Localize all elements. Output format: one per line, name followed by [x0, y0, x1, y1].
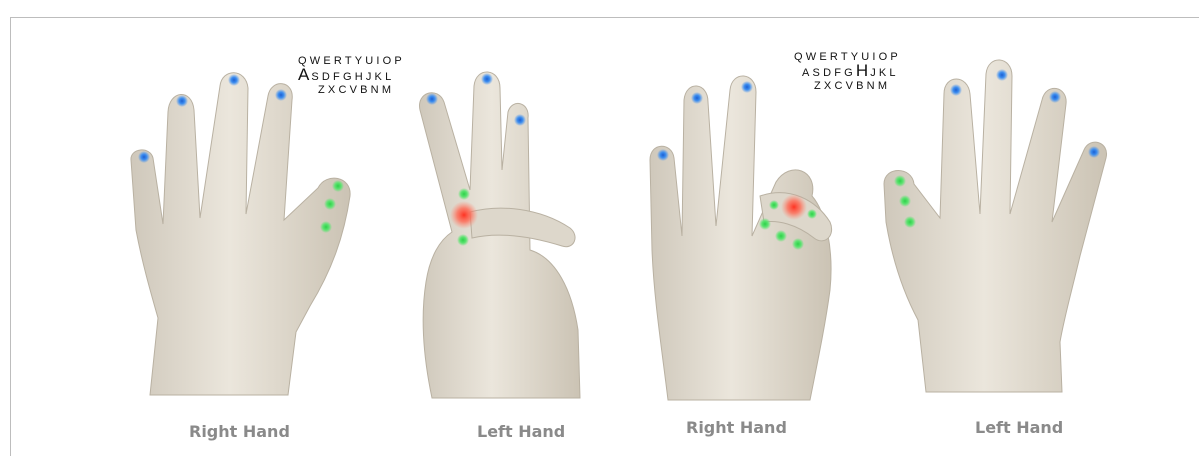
contact-glow	[781, 194, 807, 220]
keyboard-row-1: QWERTYUIOP	[794, 51, 901, 64]
keyboard-layout-left: QWERTYUIOP ASDFGHJKL ZXCVBNM	[298, 55, 405, 97]
caption-hand-1: Right Hand	[189, 422, 290, 441]
hand-1-right-open	[131, 73, 350, 395]
fingertip-dot	[426, 93, 438, 105]
fingertip-dot	[176, 95, 188, 107]
hand-2-left-pinch	[420, 72, 580, 398]
fingertip-dot	[275, 89, 287, 101]
keyboard-row-2: ASDFGHJKL	[298, 68, 405, 84]
keyboard-row-3: ZXCVBNM	[298, 84, 405, 97]
hand-3-right-pinch	[650, 76, 832, 400]
keyboard-row-3: ZXCVBNM	[794, 80, 901, 93]
fingertip-dot	[996, 69, 1008, 81]
fingertip-dot	[950, 84, 962, 96]
highlighted-key: H	[856, 61, 870, 80]
joint-dot	[775, 230, 787, 242]
fingertip-dot	[1049, 91, 1061, 103]
fingertip-dot	[138, 151, 150, 163]
fingertip-dot	[741, 81, 753, 93]
fingertip-dot	[691, 92, 703, 104]
caption-hand-4: Left Hand	[975, 418, 1063, 437]
joint-dot	[807, 209, 817, 219]
joint-dot	[904, 216, 916, 228]
joint-dot	[759, 218, 771, 230]
joint-dot	[769, 200, 779, 210]
keyboard-row-1: QWERTYUIOP	[298, 55, 405, 68]
joint-dot	[894, 175, 906, 187]
joint-dot	[332, 180, 344, 192]
highlighted-key: A	[298, 65, 311, 84]
keyboard-layout-right: QWERTYUIOP ASDFGHJKL ZXCVBNM	[794, 51, 901, 93]
fingertip-dot	[1088, 146, 1100, 158]
caption-hand-3: Right Hand	[686, 418, 787, 437]
fingertip-dot	[514, 114, 526, 126]
fingertip-dot	[481, 73, 493, 85]
joint-dot	[320, 221, 332, 233]
fingertip-dot	[228, 74, 240, 86]
joint-dot	[324, 198, 336, 210]
joint-dot	[792, 238, 804, 250]
hand-4-left-open	[884, 60, 1107, 392]
joint-dot	[457, 234, 469, 246]
joint-dot	[458, 188, 470, 200]
joint-dot	[899, 195, 911, 207]
contact-glow	[450, 201, 478, 229]
keyboard-row-2: ASDFGHJKL	[794, 64, 901, 80]
fingertip-dot	[657, 149, 669, 161]
caption-hand-2: Left Hand	[477, 422, 565, 441]
